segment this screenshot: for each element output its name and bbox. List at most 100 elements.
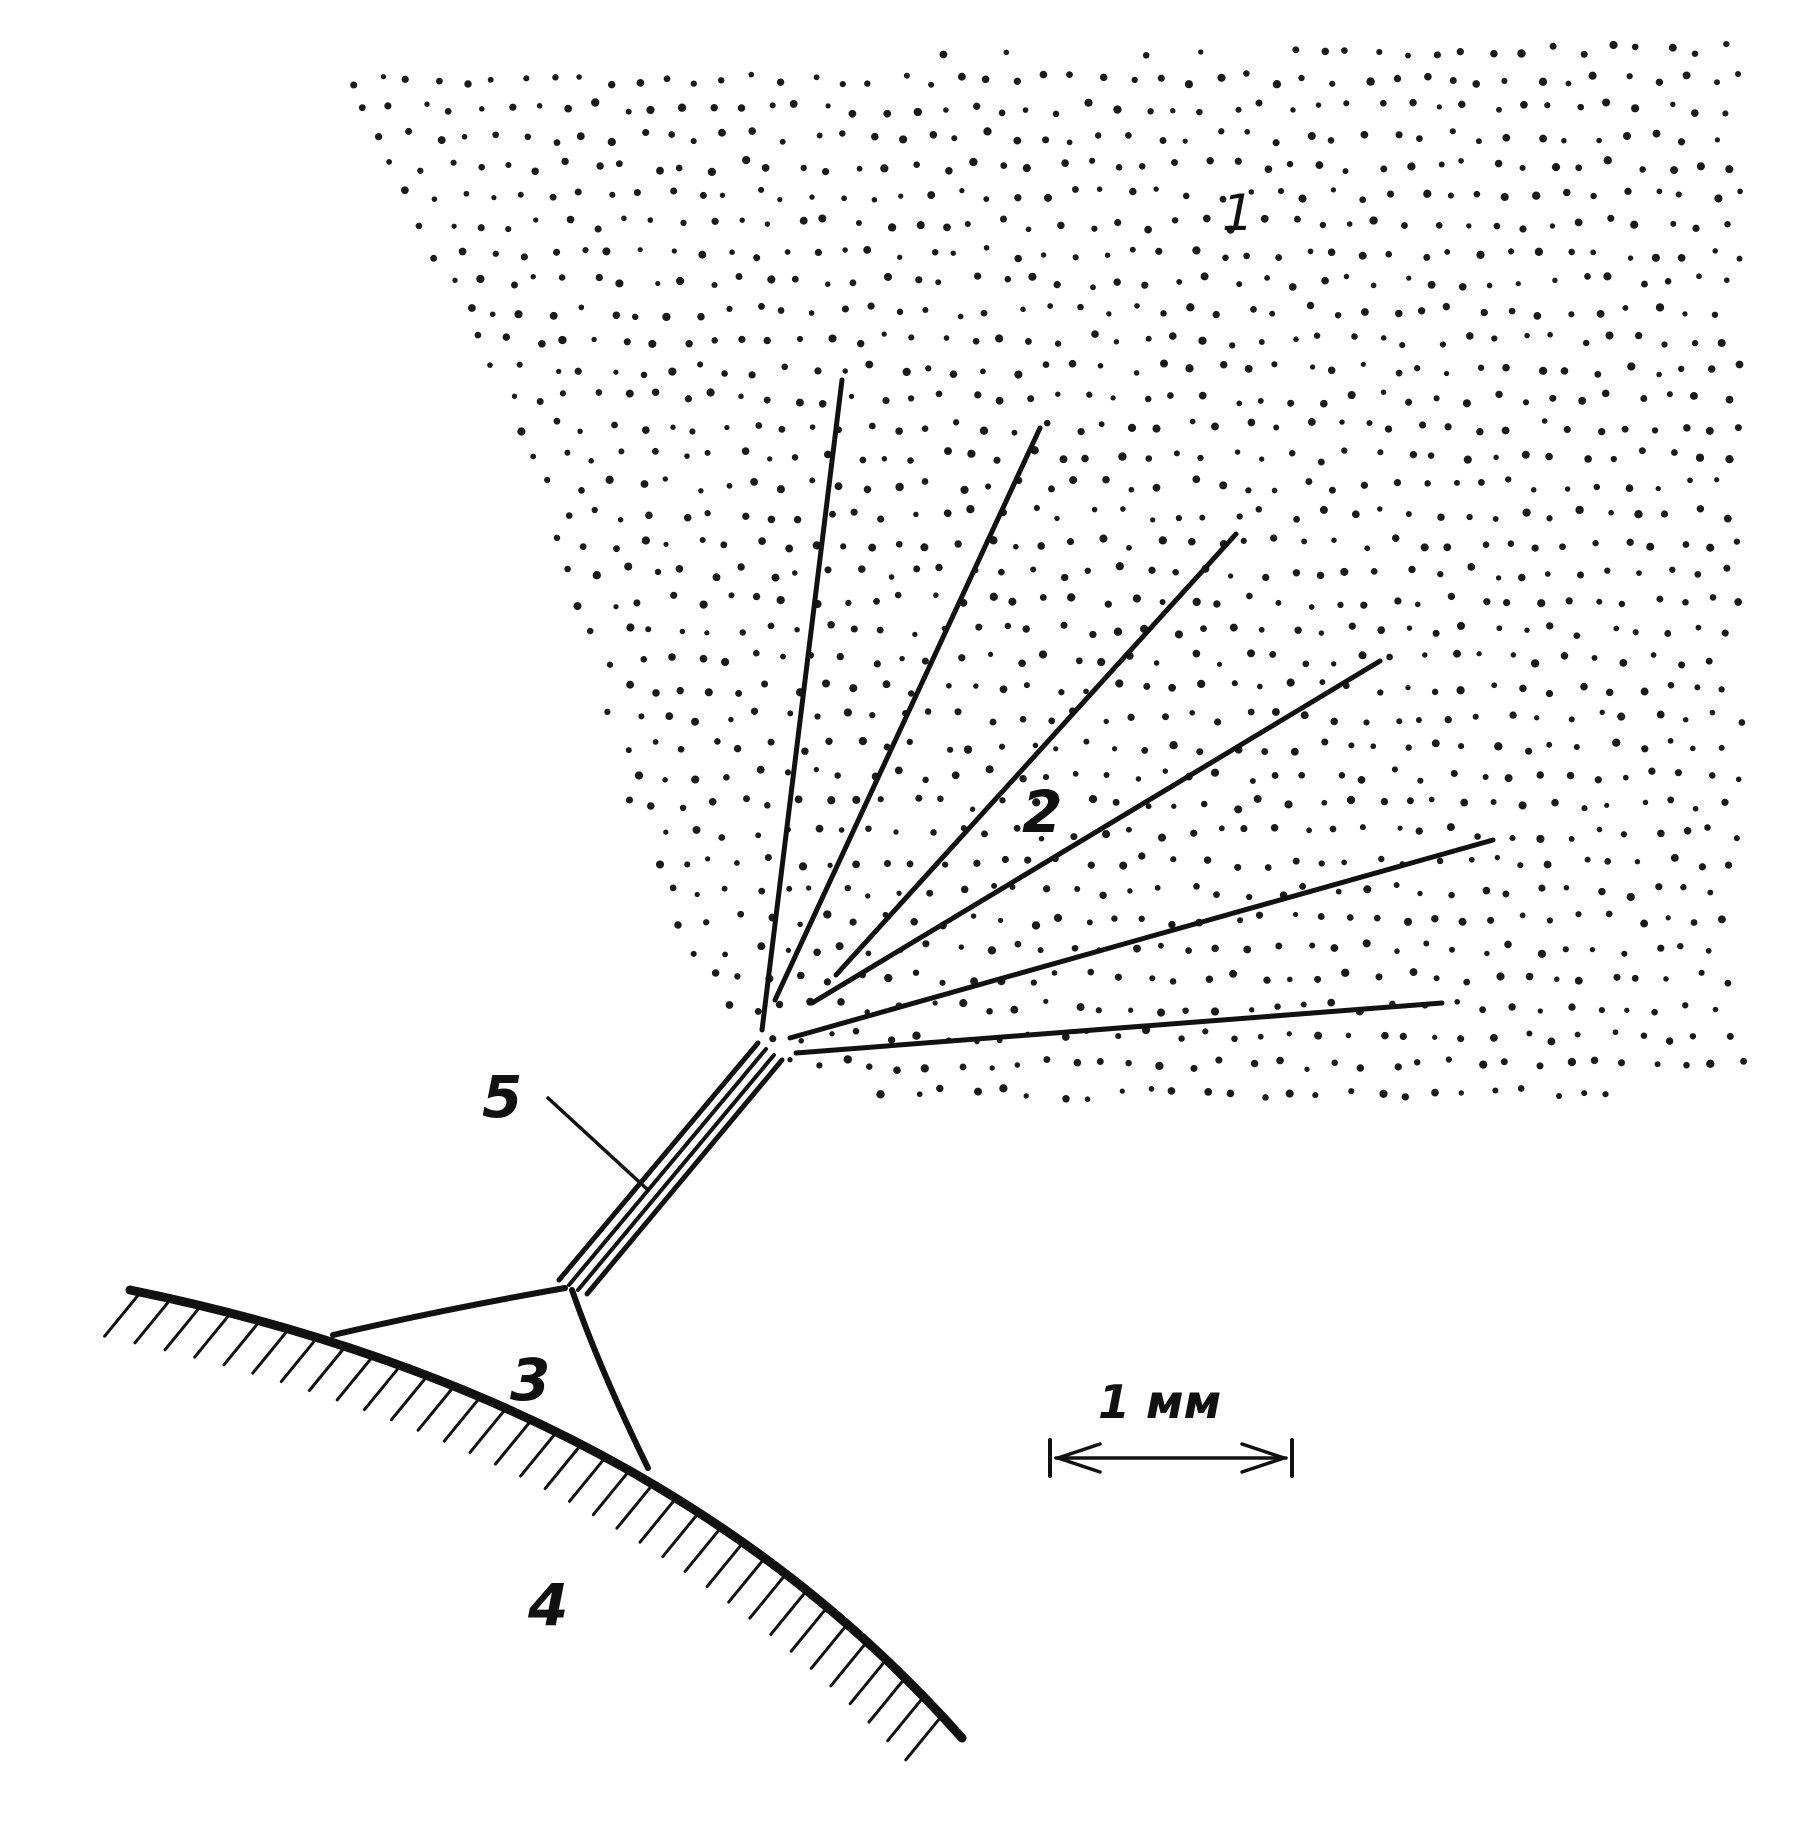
stipple-dot [776,595,785,605]
stipple-dot [641,536,651,545]
stipple-dot [767,515,776,524]
stipple-dot [645,626,652,633]
stipple-dot [1259,456,1265,462]
stipple-dot [586,627,594,635]
stipple-dot [718,834,726,841]
stipple-dot [1414,601,1421,608]
stipple-dot [1270,824,1279,832]
stipple-dot [777,196,783,203]
stipple-dot [1580,682,1588,691]
stipple-dot [995,334,1004,343]
stipple-dot [640,655,648,663]
stipple-dot [1705,947,1712,954]
stipple-dot [824,281,831,287]
stipple-dot [1677,138,1686,146]
stipple-dot [1147,108,1154,115]
stipple-dot [792,570,798,576]
stipple-dot [1664,630,1672,637]
stipple-dot [1202,214,1211,223]
stipple-dot [1370,568,1378,575]
stipple-dot [939,979,946,986]
hatch-mark [789,1605,829,1653]
stipple-dot [505,226,512,233]
stipple-dot [841,195,847,202]
stipple-dot [1734,598,1743,606]
stipple-dot [1537,1008,1543,1014]
stipple-dot [609,191,616,198]
stipple-dot [1437,513,1445,521]
stipple-dot [1609,40,1618,50]
stipple-dot [821,679,831,688]
stipple-dot [1222,254,1229,262]
stipple-dot [1641,280,1648,288]
stipple-dot [1167,1087,1176,1095]
stipple-dot [1128,1007,1134,1013]
stipple-dot [866,1063,873,1070]
stipple-dot [691,775,700,784]
stipple-dot [767,622,775,630]
stipple-dot [796,335,804,342]
stipple-dot [1657,944,1665,952]
ray-2 [772,425,1043,1003]
stipple-dot [755,832,762,839]
stipple-dot [1605,331,1614,340]
stipple-dot [1605,910,1613,918]
stipple-dot [1196,108,1203,116]
stipple-dot [737,910,745,918]
stipple-dot [986,1008,993,1015]
stipple-dot [1014,1062,1021,1068]
stipple-dot [1119,1088,1125,1094]
stipple-dot [511,281,518,289]
stipple-dot [1622,774,1629,781]
stipple-dot [1272,80,1282,89]
stipple-dot [1714,477,1720,483]
stipple-dot [523,75,530,82]
stipple-dot [960,885,969,894]
stipple-dot [680,219,687,227]
stipple-dot [1413,1059,1421,1066]
stipple-dot [1482,773,1489,781]
stipple-dot [915,794,923,802]
stipple-dot [1066,139,1073,146]
stipple-dot [711,281,718,289]
hatch-mark [748,1572,788,1620]
stipple-dot [1030,979,1037,986]
stipple-dot [1689,391,1698,400]
ray-4 [809,658,1383,1006]
stipple-dot [1652,129,1661,138]
stipple-dot [1327,137,1335,144]
ray-5 [787,837,1496,1041]
stipple-dot [1384,425,1393,433]
stipple-dot [1420,543,1429,552]
stipple-dot [1190,1064,1198,1072]
stipple-dot [1405,744,1412,751]
stipple-dot [1089,630,1097,639]
stipple-dot [621,215,627,222]
stipple-dot [1234,157,1242,165]
stipple-dot [1192,246,1201,255]
stipple-dot [1286,1031,1292,1037]
stipple-dot [1636,570,1642,576]
stipple-dot [933,592,939,598]
stipple-dot [1574,218,1583,227]
stipple-dot [401,75,409,83]
stipple-dot [1157,1008,1166,1017]
stipple-dot [1131,76,1138,84]
stipple-dot [838,827,845,833]
stipple-dot [1594,370,1602,378]
stipple-dot [922,940,930,948]
stipple-dot [1560,367,1569,375]
stipple-dot [1167,392,1174,399]
stipple-dot [1641,745,1649,753]
stipple-dot [1502,363,1510,372]
stipple-dot [467,304,476,312]
stipple-dot [1664,278,1672,285]
stipple-dot [652,739,659,745]
stipple-dot [1175,514,1183,522]
stipple-dot [1626,538,1634,546]
stipple-dot [1619,659,1628,667]
stipple-dot [1141,281,1149,289]
stipple-dot [888,574,895,580]
stipple-dot [549,311,558,320]
stipple-dot [752,649,760,657]
